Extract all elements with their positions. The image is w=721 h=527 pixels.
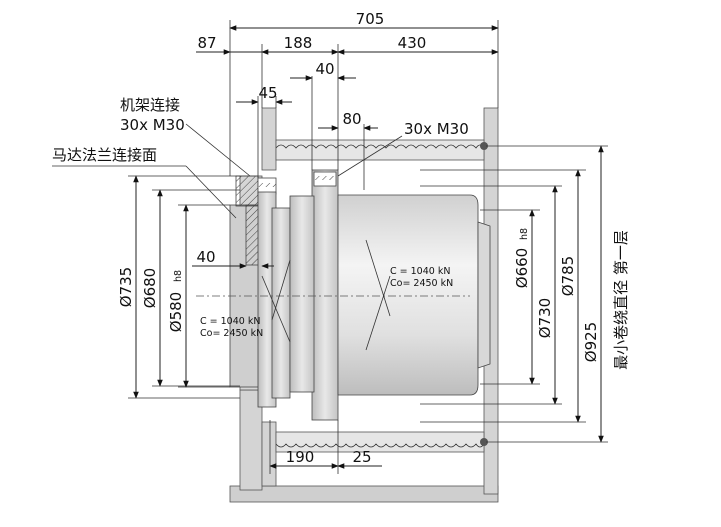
gearbox-housing bbox=[337, 194, 479, 396]
diameter-texts: Ø735 Ø680 Ø580 h8 Ø660 h8 Ø730 Ø785 Ø925… bbox=[117, 228, 630, 370]
frame-bolts-label: 30x M30 bbox=[120, 116, 185, 134]
machine-body bbox=[196, 107, 499, 503]
dim-430: 430 bbox=[398, 34, 427, 52]
dia-680: Ø680 bbox=[141, 268, 159, 308]
drum-bolts-label: 30x M30 bbox=[404, 120, 469, 138]
dimension-lines bbox=[52, 20, 608, 474]
callout-texts: 机架连接 30x M30 马达法兰连接面 30x M30 bbox=[52, 96, 469, 164]
base-plate bbox=[229, 485, 499, 503]
bearing-texts: C = 1040 kN Co= 2450 kN C = 1040 kN Co= … bbox=[200, 266, 453, 339]
dia-580: Ø580 bbox=[167, 292, 185, 332]
dim-705: 705 bbox=[356, 10, 385, 28]
dia-735: Ø735 bbox=[117, 267, 135, 307]
bearing-left-co: Co= 2450 kN bbox=[200, 328, 263, 339]
dia-785: Ø785 bbox=[559, 256, 577, 296]
dia-660-fit: h8 bbox=[519, 228, 530, 240]
drum-flange bbox=[311, 169, 339, 421]
dim-40-left: 40 bbox=[196, 248, 215, 266]
dim-87: 87 bbox=[197, 34, 216, 52]
dim-45: 45 bbox=[258, 84, 277, 102]
dim-190: 190 bbox=[286, 448, 315, 466]
min-drum-diameter-label: 最小卷绕直径 第一层 bbox=[612, 230, 630, 370]
dim-188: 188 bbox=[284, 34, 313, 52]
dia-925: Ø925 bbox=[582, 322, 600, 362]
dia-730: Ø730 bbox=[536, 298, 554, 338]
dim-25: 25 bbox=[352, 448, 371, 466]
gearbox-end-cap bbox=[477, 221, 491, 369]
frame-connection-label: 机架连接 bbox=[120, 96, 180, 114]
dia-580-fit: h8 bbox=[173, 270, 184, 282]
bearing-left-c: C = 1040 kN bbox=[200, 316, 260, 327]
motor-flange-label: 马达法兰连接面 bbox=[52, 146, 157, 164]
bearing-right-co: Co= 2450 kN bbox=[390, 278, 453, 289]
dimension-texts: 705 87 188 430 40 45 80 40 190 25 bbox=[196, 10, 426, 466]
dim-80: 80 bbox=[342, 110, 361, 128]
bearing-right-c: C = 1040 kN bbox=[390, 266, 450, 277]
dim-40-top: 40 bbox=[315, 60, 334, 78]
dia-660: Ø660 bbox=[513, 248, 531, 288]
